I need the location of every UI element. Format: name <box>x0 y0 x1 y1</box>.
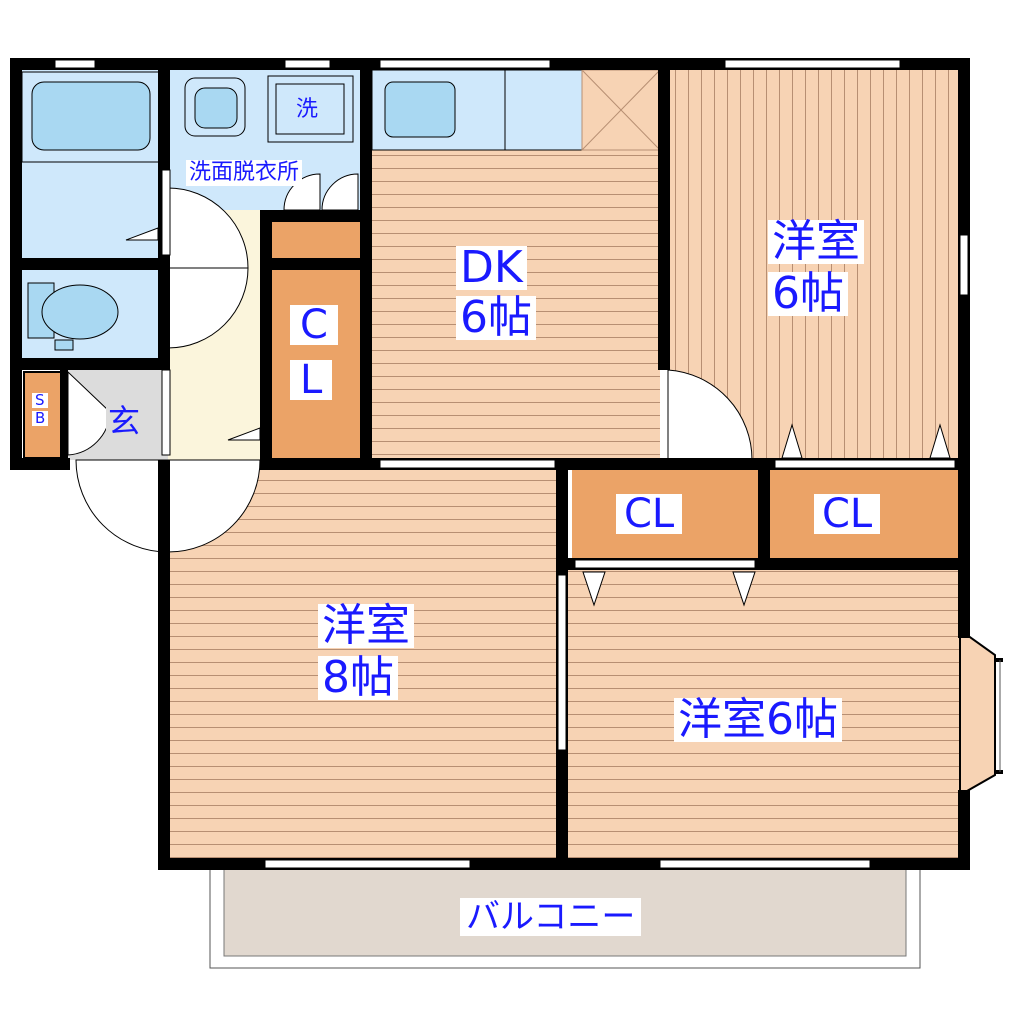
door-swings <box>67 173 753 553</box>
western-ne-room-name: 洋室 <box>768 220 864 264</box>
toilet-bowl <box>41 284 119 340</box>
windows <box>54 59 969 869</box>
closet-hall-label-l: L <box>290 360 333 400</box>
closet-se-label: CL <box>814 494 881 534</box>
western-8-room-size: 8帖 <box>318 656 398 700</box>
kitchen-sink <box>384 81 456 138</box>
shoebox-label-b: B <box>32 411 49 426</box>
bay-window-floor <box>959 628 996 797</box>
shoebox-label-s: S <box>32 393 48 408</box>
entrance-label: 玄 <box>106 402 143 440</box>
fixtures <box>21 71 354 351</box>
washer-label: 洗 <box>294 97 321 122</box>
closet-ne-label: CL <box>616 494 683 534</box>
closet-hall-label-c: C <box>290 305 338 345</box>
balcony-label: バルコニー <box>460 898 642 936</box>
washroom-label: 洗面脱衣所 <box>186 160 303 186</box>
dk-room-size: 6帖 <box>456 296 536 340</box>
bathtub-inner <box>31 81 151 151</box>
floors <box>18 69 1003 860</box>
closet-small <box>270 222 360 260</box>
balcony <box>209 867 921 969</box>
slide-markers <box>125 227 951 607</box>
dk-room-name: DK <box>456 246 527 290</box>
western-ne-room-size: 6帖 <box>768 272 848 316</box>
western-8-room-name: 洋室 <box>318 604 414 648</box>
western-se-room-label: 洋室6帖 <box>674 698 842 742</box>
